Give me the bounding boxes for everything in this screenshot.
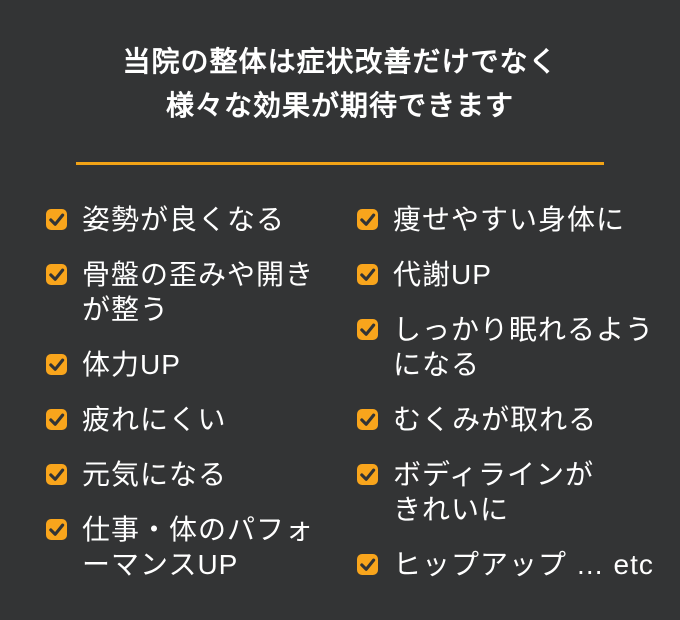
benefit-item: 痩せやすい身体に — [357, 202, 677, 237]
benefit-text: しっかり眠れるよう になる — [393, 314, 655, 380]
benefit-text: 骨盤の歪みや開き が整う — [82, 259, 315, 325]
checkbox-checked-icon — [357, 554, 378, 575]
title-line-2: 様々な効果が期待できます — [165, 90, 514, 121]
benefit-text: 代謝UP — [393, 259, 492, 290]
title-line-1: 当院の整体は症状改善だけでなく — [122, 46, 558, 77]
page-title: 当院の整体は症状改善だけでなく 様々な効果が期待できます — [0, 40, 680, 128]
benefit-text: 痩せやすい身体に — [393, 204, 626, 235]
title-divider — [76, 162, 604, 165]
benefit-text: 体力UP — [82, 349, 181, 380]
benefit-item: 姿勢が良くなる — [46, 202, 316, 237]
benefit-text: むくみが取れる — [393, 404, 598, 435]
benefit-text: 疲れにくい — [82, 404, 227, 435]
benefit-item: 疲れにくい — [46, 402, 316, 437]
benefit-item: むくみが取れる — [357, 402, 677, 437]
benefit-item: 骨盤の歪みや開き が整う — [46, 257, 316, 327]
checkbox-checked-icon — [357, 209, 378, 230]
checkbox-checked-icon — [357, 464, 378, 485]
benefit-item: 代謝UP — [357, 257, 677, 292]
checkbox-checked-icon — [46, 519, 67, 540]
benefit-item: 体力UP — [46, 347, 316, 382]
checkbox-checked-icon — [46, 354, 67, 375]
benefit-text: 姿勢が良くなる — [82, 204, 286, 235]
benefit-text: 仕事・体のパフォ ーマンスUP — [82, 514, 315, 580]
checkbox-checked-icon — [46, 464, 67, 485]
checkbox-checked-icon — [357, 264, 378, 285]
checkbox-checked-icon — [357, 409, 378, 430]
checkbox-checked-icon — [46, 209, 67, 230]
checkbox-checked-icon — [357, 319, 378, 340]
benefit-text: ヒップアップ … etc — [393, 549, 654, 580]
benefit-item: 元気になる — [46, 457, 316, 492]
benefit-text: 元気になる — [82, 459, 228, 490]
benefit-item: しっかり眠れるよう になる — [357, 312, 677, 382]
benefits-column-right: 痩せやすい身体に代謝UP しっかり眠れるよう になるむくみが取れるボディラインが … — [357, 202, 677, 602]
benefit-item: 仕事・体のパフォ ーマンスUP — [46, 512, 316, 582]
benefit-item: ヒップアップ … etc — [357, 547, 677, 582]
checkbox-checked-icon — [46, 264, 67, 285]
checkbox-checked-icon — [46, 409, 67, 430]
benefit-text: ボディラインが きれいに — [393, 459, 595, 525]
benefits-column-left: 姿勢が良くなる骨盤の歪みや開き が整う体力UP 疲れにくい元気になる仕事・体のパフ… — [46, 202, 316, 602]
benefits-columns: 姿勢が良くなる骨盤の歪みや開き が整う体力UP 疲れにくい元気になる仕事・体のパフ… — [46, 202, 680, 620]
benefit-item: ボディラインが きれいに — [357, 457, 677, 527]
